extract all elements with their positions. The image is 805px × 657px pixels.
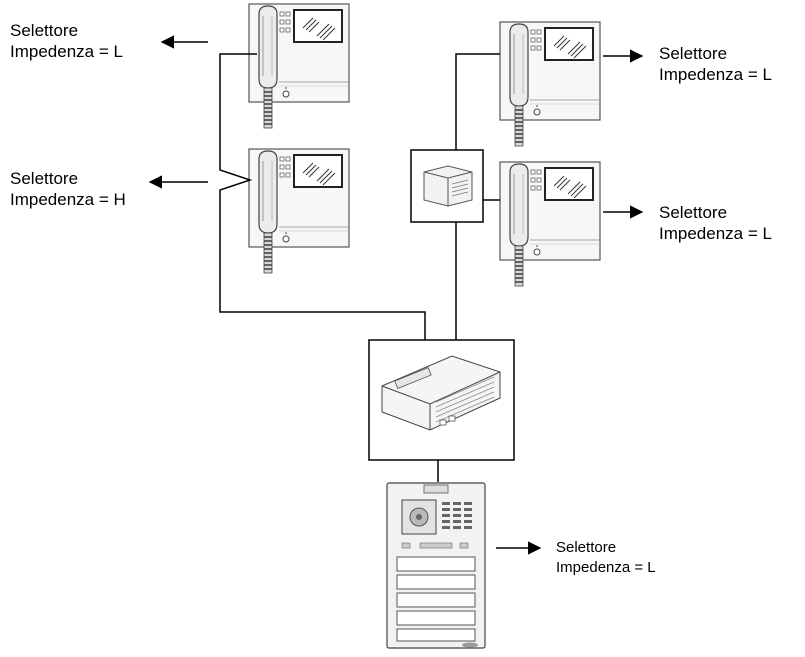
label-monitor-mid-left: Selettore Impedenza = H [10,168,126,210]
monitor-top-right [499,21,601,147]
label-line2: Impedenza = L [659,65,772,84]
label-line1: Selettore [659,44,728,63]
power-supply-unit [368,339,515,461]
label-line2: Impedenza = L [10,42,123,61]
wiring [219,53,500,482]
label-monitor-top-right: Selettore Impedenza = L [659,43,772,85]
monitor-mid-left [248,148,350,274]
door-entry-panel [386,482,486,649]
monitor-mid-right [499,161,601,287]
wire-right-riser [455,53,500,150]
label-line2: Impedenza = H [10,190,126,209]
label-line2: Impedenza = L [556,559,656,576]
label-door-panel: Selettore Impedenza = L [556,538,656,578]
video-distributor [410,149,484,223]
label-line1: Selettore [659,203,728,222]
label-line2: Impedenza = L [659,224,772,243]
wire-left-riser [219,53,426,340]
label-monitor-mid-right: Selettore Impedenza = L [659,202,772,244]
arrows [148,35,644,555]
label-line1: Selettore [10,21,79,40]
label-monitor-top-left: Selettore Impedenza = L [10,20,123,62]
label-line1: Selettore [556,539,617,556]
label-line1: Selettore [10,169,79,188]
monitor-top-left [248,3,350,129]
